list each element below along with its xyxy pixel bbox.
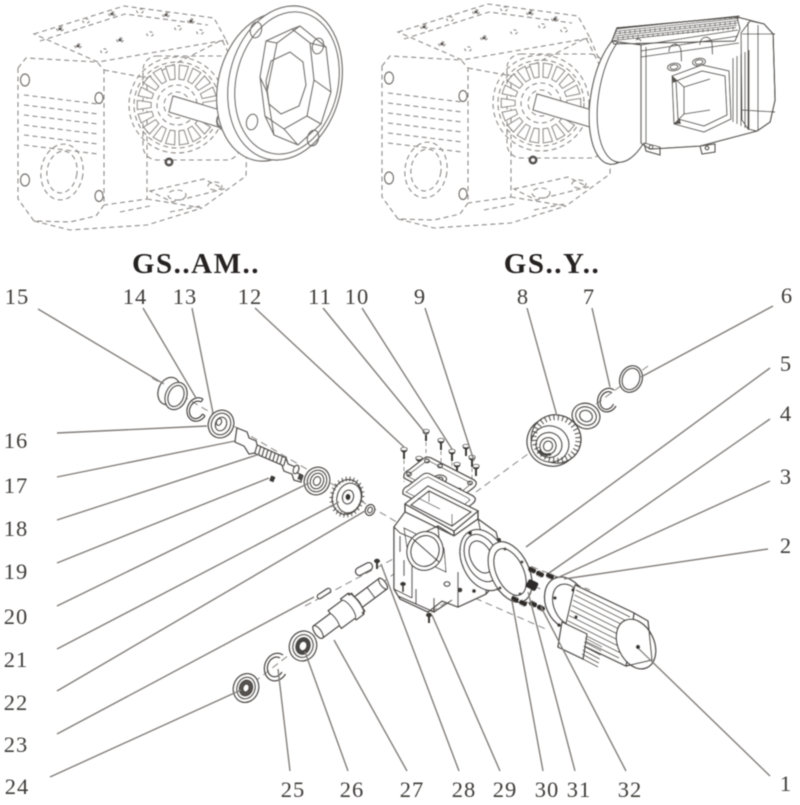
- svg-text:14: 14: [123, 284, 148, 309]
- svg-text:4: 4: [780, 401, 792, 426]
- svg-text:19: 19: [4, 559, 29, 584]
- svg-text:32: 32: [618, 777, 643, 800]
- svg-text:21: 21: [4, 647, 29, 672]
- svg-text:26: 26: [340, 777, 365, 800]
- svg-text:16: 16: [4, 428, 29, 453]
- svg-text:13: 13: [173, 284, 198, 309]
- svg-text:23: 23: [4, 732, 29, 757]
- svg-text:5: 5: [780, 351, 792, 376]
- svg-text:31: 31: [567, 777, 592, 800]
- svg-text:10: 10: [345, 284, 370, 309]
- svg-text:18: 18: [4, 516, 29, 541]
- svg-text:7: 7: [583, 284, 595, 309]
- svg-text:29: 29: [493, 777, 518, 800]
- svg-text:11: 11: [308, 284, 332, 309]
- svg-text:25: 25: [281, 777, 306, 800]
- svg-text:2: 2: [780, 533, 792, 558]
- svg-text:28: 28: [452, 777, 477, 800]
- svg-text:12: 12: [238, 284, 263, 309]
- svg-text:GS..Y..: GS..Y..: [504, 248, 600, 280]
- svg-text:6: 6: [781, 283, 793, 308]
- svg-text:22: 22: [4, 690, 29, 715]
- svg-text:8: 8: [517, 284, 529, 309]
- svg-text:27: 27: [400, 777, 425, 800]
- svg-text:15: 15: [5, 284, 30, 309]
- svg-text:GS..AM..: GS..AM..: [132, 248, 260, 280]
- svg-text:1: 1: [780, 771, 792, 796]
- svg-text:24: 24: [5, 774, 30, 799]
- svg-text:30: 30: [535, 777, 560, 800]
- svg-text:9: 9: [414, 284, 426, 309]
- svg-text:3: 3: [780, 464, 792, 489]
- svg-text:17: 17: [4, 473, 29, 498]
- svg-text:20: 20: [4, 604, 29, 629]
